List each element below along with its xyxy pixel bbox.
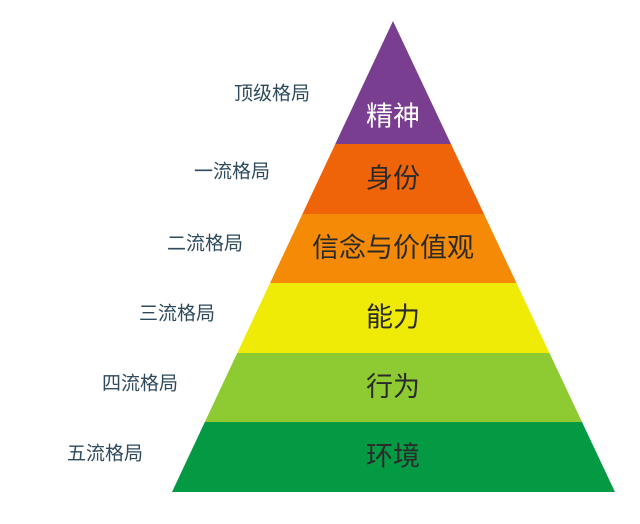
level-label-top: 顶级格局 bbox=[233, 82, 311, 105]
pyramid-band-text-2: 信念与价值观 bbox=[312, 233, 474, 264]
pyramid-band-text-3: 能力 bbox=[366, 303, 420, 334]
pyramid-band-text-5: 环境 bbox=[366, 442, 420, 473]
level-label-third: 三流格局 bbox=[138, 302, 216, 325]
level-label-fifth: 五流格局 bbox=[66, 442, 144, 465]
pyramid-band-3 bbox=[237, 283, 550, 353]
pyramid-band-text-4: 行为 bbox=[366, 372, 420, 403]
level-label-fourth: 四流格局 bbox=[101, 372, 179, 395]
pyramid-band-0 bbox=[335, 21, 451, 144]
pyramid-band-5 bbox=[172, 422, 615, 492]
pyramid-band-text-0: 精神 bbox=[366, 102, 420, 133]
level-label-first: 一流格局 bbox=[193, 160, 271, 183]
pyramid-band-text-1: 身份 bbox=[366, 164, 420, 195]
level-label-second: 二流格局 bbox=[166, 232, 244, 255]
pyramid-band-1 bbox=[302, 144, 484, 214]
pyramid-band-4 bbox=[204, 353, 583, 422]
pyramid-band-2 bbox=[270, 214, 517, 283]
